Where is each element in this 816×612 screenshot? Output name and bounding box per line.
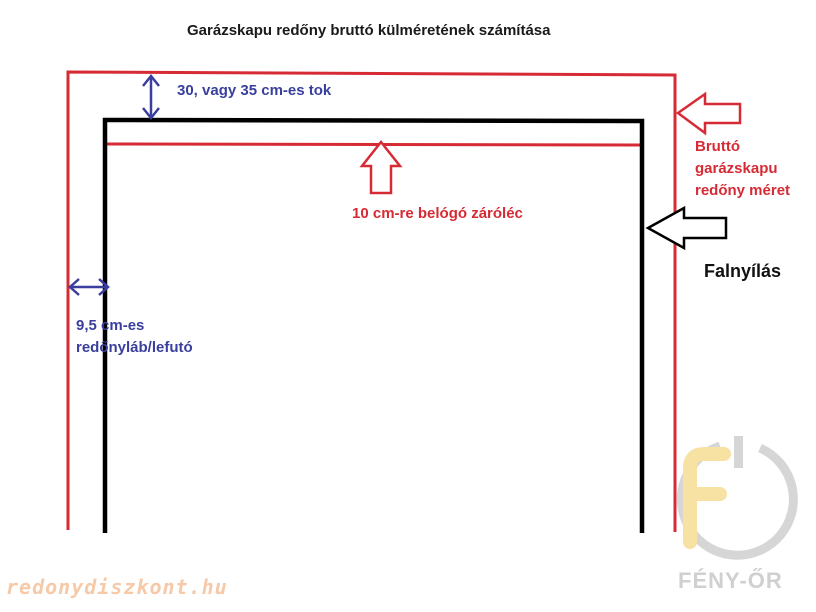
rail-label: 9,5 cm-es redőnyláb/lefutó [76,315,193,359]
rail-label-line: 9,5 cm-es [76,317,145,334]
closing-slat-line [106,142,643,147]
wall-opening-label: Falnyílás [704,261,782,281]
tok-label: 30, vagy 35 cm-es tok [177,82,332,99]
closing-slat-label: 10 cm-re belógó záróléc [352,205,523,222]
rail-label-line: redőnyláb/lefutó [76,339,193,356]
logo-power-bar [734,436,743,468]
diagram-title: Garázskapu redőny bruttó külméretének sz… [187,22,551,39]
gross-size-label-line: Bruttó [695,138,740,155]
gross-size-label-line: garázskapu [695,160,778,177]
gross-pointer-arrow [675,91,742,136]
rail-dimension-arrow [68,278,110,296]
wall-pointer-arrow [645,205,728,251]
logo-letter-f [683,447,731,549]
gross-size-label: Bruttó garázskapu redőny méret [695,136,790,202]
slat-pointer-arrow [359,139,403,195]
tok-dimension-arrow [142,73,160,121]
wall-opening-outline [102,117,645,533]
gross-outline [66,70,677,532]
feny-or-logo [676,436,798,560]
watermark-url: redonydiszkont.hu [6,575,228,599]
logo-text: FÉNY-ŐR [678,568,783,593]
gross-size-label-line: redőny méret [695,182,791,199]
